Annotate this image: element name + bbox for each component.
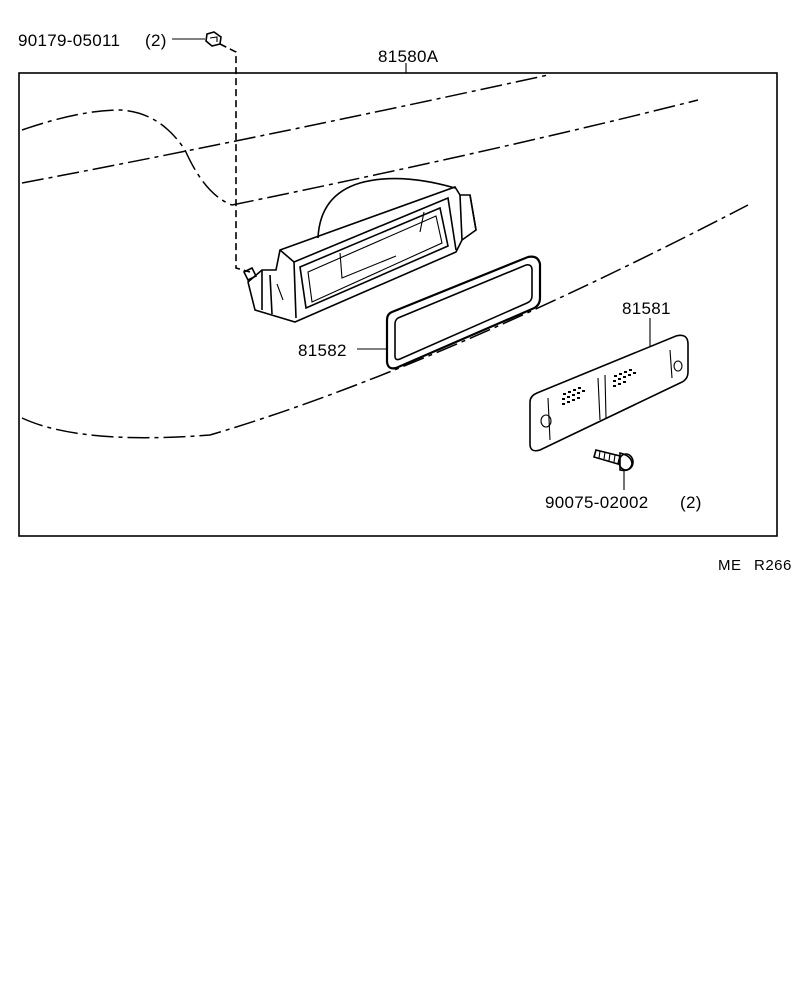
gasket-part [385, 255, 542, 370]
footer-ref: R266 [754, 557, 792, 574]
clip-part-number: 90179-05011 [18, 31, 120, 50]
gasket-part-number: 81582 [298, 341, 347, 360]
screw-part [593, 449, 634, 472]
lens-part-number: 81581 [622, 299, 671, 318]
screw-qty: (2) [680, 493, 702, 512]
assembly-part-number: 81580A [378, 47, 439, 66]
clip-qty: (2) [145, 31, 167, 50]
clip-part [205, 31, 251, 273]
body-contours [21, 74, 749, 439]
screw-part-number: 90075-02002 [545, 493, 649, 512]
lamp-housing [242, 177, 477, 323]
lens-part [529, 334, 689, 452]
footer-code: ME [718, 557, 742, 574]
lens-pattern [562, 369, 636, 405]
diagram-frame [18, 72, 778, 537]
